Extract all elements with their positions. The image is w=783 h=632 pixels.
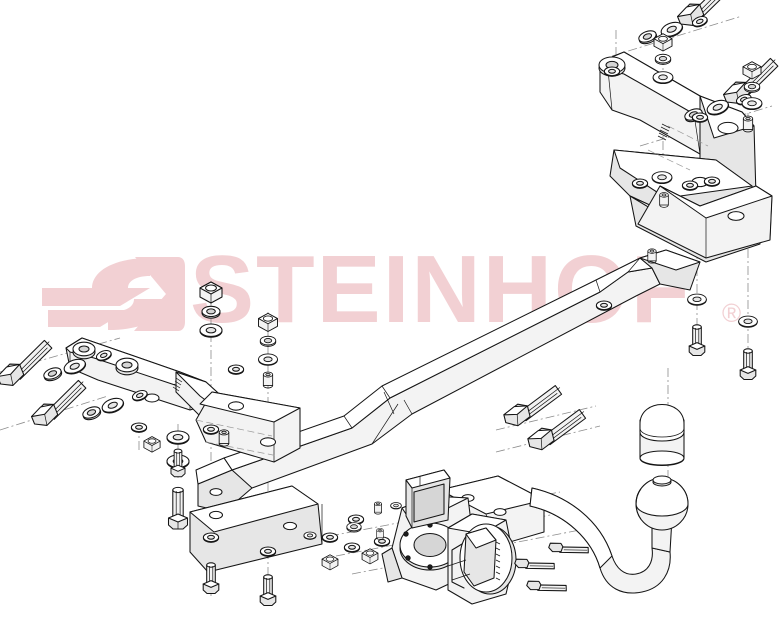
- main-crossbeam: [189, 249, 701, 573]
- socket-housing: [447, 513, 517, 605]
- ball-neck-bolts: [499, 384, 591, 453]
- center-hardware-stacks: [199, 281, 278, 389]
- tow-ball-cap: [639, 403, 685, 467]
- left-mounting-bracket: [65, 337, 301, 463]
